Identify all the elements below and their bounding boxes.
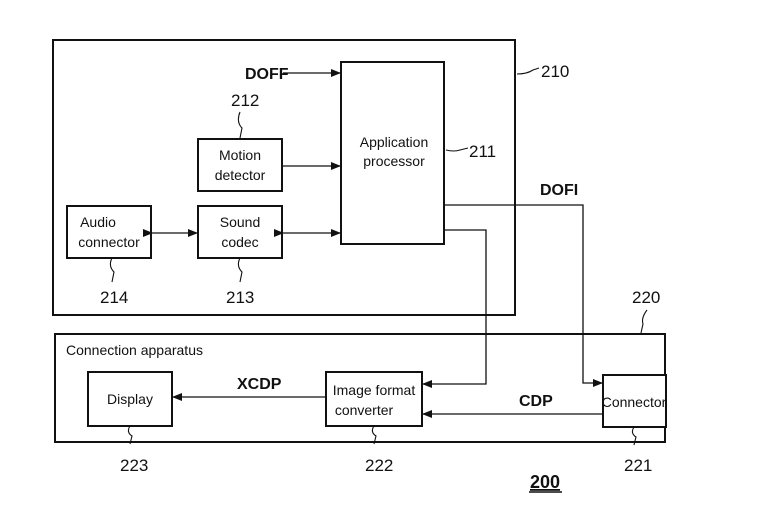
connector-block — [602, 374, 667, 428]
audio-connector-ref-leader — [109, 257, 115, 283]
application-processor-ref: 211 — [469, 142, 496, 161]
application-processor-ref-leader — [445, 147, 469, 152]
display-ref: 223 — [120, 456, 148, 475]
xcdp-signal-label: XCDP — [237, 376, 282, 393]
display-ref-leader — [127, 425, 133, 445]
connection-apparatus-ref: 220 — [632, 288, 660, 307]
image-format-converter-label-2: converter — [335, 402, 394, 418]
sound-codec-block — [197, 205, 283, 259]
dofi-wire — [445, 204, 603, 387]
application-processor-label-2: processor — [363, 153, 425, 169]
display-label: Display — [107, 391, 153, 407]
connector-ref-leader — [631, 426, 637, 446]
application-processor-block — [340, 61, 445, 245]
audio-connector-block — [66, 205, 152, 259]
doff-signal-label: DOFF — [245, 66, 289, 83]
application-processor-label-1: Application — [360, 134, 429, 150]
processor-to-converter-wire — [422, 229, 487, 388]
figure-number: 200 — [530, 472, 560, 492]
dofi-signal-label: DOFI — [540, 182, 578, 199]
image-format-converter-label-1: Image format — [333, 382, 416, 398]
device-ref: 210 — [541, 62, 569, 81]
motion-detector-label-1: Motion — [219, 147, 261, 163]
motion-detector-block — [197, 138, 283, 192]
sound-codec-ref: 213 — [226, 288, 254, 307]
connector-label: Connector — [602, 394, 667, 410]
display-block — [87, 371, 173, 427]
connection-apparatus-title: Connection apparatus — [66, 342, 203, 358]
audio-connector-ref: 214 — [100, 288, 128, 307]
motion-detector-ref: 212 — [231, 91, 259, 110]
audio-connector-label-1: Audio — [80, 214, 116, 230]
sound-codec-ref-leader — [237, 257, 243, 283]
audio-connector-label-2: connector — [78, 234, 140, 250]
image-format-converter-ref-leader — [371, 425, 377, 445]
device-ref-leader — [516, 67, 540, 75]
image-format-converter-ref: 222 — [365, 456, 393, 475]
connector-ref: 221 — [624, 456, 652, 475]
sound-codec-label-2: codec — [221, 234, 258, 250]
motion-detector-ref-leader — [237, 111, 243, 139]
motion-detector-label-2: detector — [215, 167, 266, 183]
connection-apparatus-ref-leader — [640, 309, 648, 334]
cdp-signal-label: CDP — [519, 393, 553, 410]
sound-codec-label-1: Sound — [220, 214, 260, 230]
device-frame — [52, 39, 516, 316]
